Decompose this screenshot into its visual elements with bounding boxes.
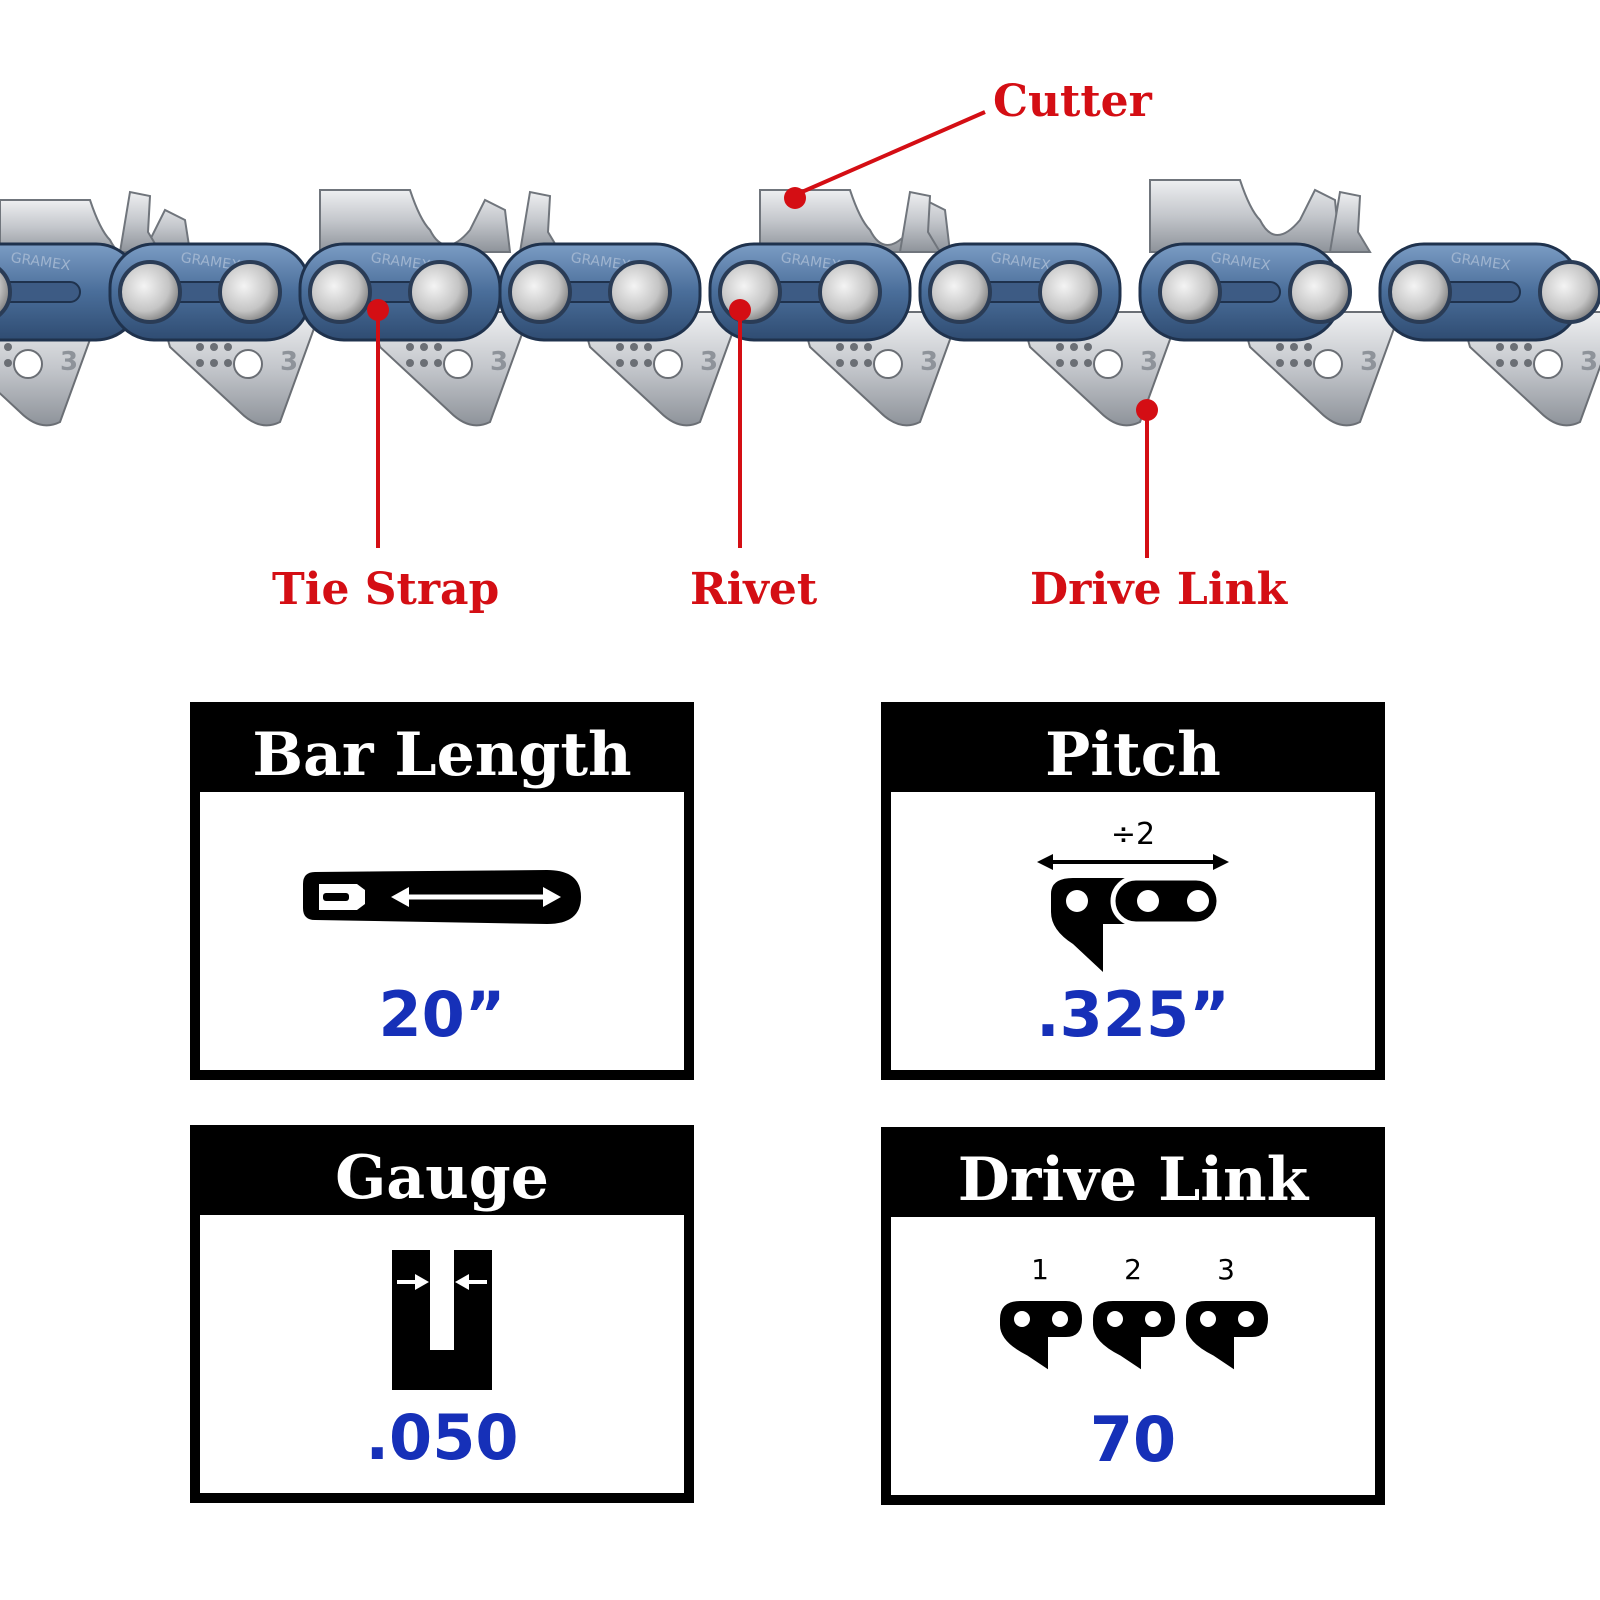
cutters-row <box>0 179 1372 256</box>
depth-gauge <box>1328 190 1372 253</box>
rivet <box>1388 260 1452 324</box>
link-number: 3 <box>280 347 298 377</box>
rivet <box>1158 260 1222 324</box>
drive-link-card: Drive Link 1 2 3 70 <box>881 1127 1385 1505</box>
guide-bar-arrow-icon <box>200 812 684 982</box>
rivet-pointer-dot <box>729 299 751 321</box>
rivet <box>508 260 572 324</box>
pitch-value: .325” <box>1036 978 1230 1051</box>
bar-length-card-body: 20” <box>200 792 684 1070</box>
tie-strap-label: Tie Strap <box>272 564 500 615</box>
gauge-title: Gauge <box>335 1143 549 1213</box>
side-plate: GRAMEX <box>0 242 142 342</box>
drive-link-card-body: 1 2 3 70 <box>891 1217 1375 1495</box>
drive-link-label: Drive Link <box>1030 564 1288 615</box>
gauge-card-body: .050 <box>200 1215 684 1493</box>
gauge-card: Gauge .050 <box>190 1125 694 1503</box>
chain-pitch-icon: ÷2 <box>891 812 1375 982</box>
rivet <box>218 260 282 324</box>
drive-link-shape-1 <box>996 1297 1087 1377</box>
link-number: 3 <box>920 347 938 377</box>
tie-strap-pointer-dot <box>367 299 389 321</box>
pitch-card-body: ÷2 .325” <box>891 792 1375 1070</box>
rivet <box>818 260 882 324</box>
cutter-pointer-dot <box>784 187 806 209</box>
rivet <box>1038 260 1102 324</box>
drive-link-shape-3 <box>1182 1297 1273 1377</box>
pitch-title: Pitch <box>1045 720 1221 790</box>
rivet <box>928 260 992 324</box>
drive-link-value: 70 <box>1089 1403 1177 1476</box>
pitch-icon-note: ÷2 <box>1111 817 1155 852</box>
link-number: 3 <box>490 347 508 377</box>
depth-gauge <box>898 190 942 253</box>
bar-length-value: 20” <box>378 978 506 1051</box>
cutter-tooth <box>319 189 512 253</box>
rivet <box>118 260 182 324</box>
bar-length-card: Bar Length 20” <box>190 702 694 1080</box>
drive-link-title: Drive Link <box>957 1145 1309 1215</box>
link-number: 3 <box>1140 347 1158 377</box>
link-number: 3 <box>60 347 78 377</box>
rivet <box>408 260 472 324</box>
gauge-value: .050 <box>365 1401 519 1474</box>
pitch-card: Pitch ÷2 .325” <box>881 702 1385 1080</box>
bar-length-title: Bar Length <box>252 720 632 790</box>
gauge-slot-icon <box>200 1235 684 1405</box>
drive-link-number-1: 1 <box>1031 1253 1049 1286</box>
callout-pointers <box>367 110 1158 558</box>
drive-link-pointer-dot <box>1136 399 1158 421</box>
drive-link-number-2: 2 <box>1124 1253 1142 1286</box>
link-number: 3 <box>1580 347 1598 377</box>
drive-links-icon: 1 2 3 <box>891 1237 1375 1407</box>
rivet <box>0 267 12 317</box>
rivet <box>308 260 372 324</box>
link-number: 3 <box>1360 347 1378 377</box>
cutter-tooth <box>1149 179 1342 253</box>
rivet <box>608 260 672 324</box>
drive-link-shape-2 <box>1089 1297 1180 1377</box>
rivets-row <box>0 260 1600 324</box>
link-number: 3 <box>700 347 718 377</box>
rivet-label: Rivet <box>690 564 818 615</box>
rivet <box>1538 260 1600 324</box>
rivet <box>1288 260 1352 324</box>
cutter-pointer-line <box>794 110 986 197</box>
cutter-label: Cutter <box>993 76 1152 127</box>
drive-link-number-3: 3 <box>1217 1253 1235 1286</box>
